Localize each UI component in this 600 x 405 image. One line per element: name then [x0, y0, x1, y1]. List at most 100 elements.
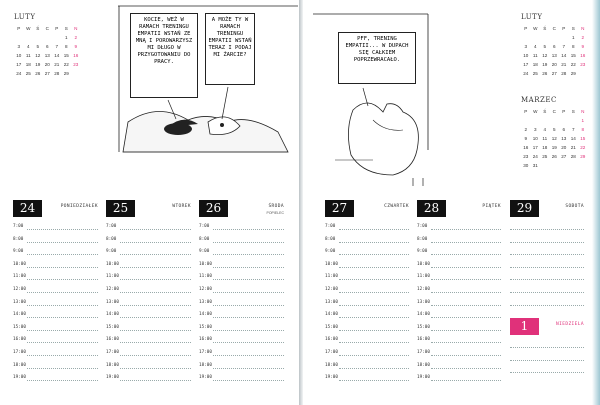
writing-line[interactable]: [27, 254, 98, 256]
writing-line[interactable]: [213, 367, 284, 369]
writing-line[interactable]: [27, 317, 98, 319]
writing-line[interactable]: [510, 347, 584, 348]
writing-line[interactable]: [339, 317, 409, 319]
writing-line[interactable]: [120, 292, 191, 293]
writing-line[interactable]: [120, 241, 191, 243]
writing-line[interactable]: [431, 241, 501, 243]
writing-line[interactable]: [431, 304, 501, 306]
hour-row: 7:00: [325, 222, 409, 235]
hour-label: 13:00: [325, 299, 338, 305]
writing-line[interactable]: [213, 342, 284, 344]
writing-line[interactable]: [27, 266, 98, 268]
writing-line[interactable]: [339, 266, 409, 268]
writing-line[interactable]: [27, 292, 98, 293]
writing-line[interactable]: [213, 329, 284, 331]
hour-row: 10:00: [106, 260, 191, 273]
writing-line[interactable]: [510, 292, 584, 293]
hour-label: 7:00: [417, 224, 428, 229]
writing-line[interactable]: [120, 342, 191, 344]
calendar-month-title: MARZEC: [521, 96, 557, 104]
writing-line[interactable]: [431, 342, 501, 344]
calendar-month-title: LUTY: [14, 13, 36, 21]
writing-line[interactable]: [339, 241, 409, 243]
writing-line[interactable]: [120, 229, 191, 230]
writing-line[interactable]: [339, 254, 409, 256]
writing-line[interactable]: [339, 304, 409, 306]
writing-line[interactable]: [27, 355, 98, 356]
writing-line[interactable]: [120, 266, 191, 268]
writing-line[interactable]: [120, 304, 191, 306]
writing-line[interactable]: [120, 380, 191, 382]
calendar-day: 14: [561, 53, 567, 58]
writing-line[interactable]: [27, 367, 98, 369]
writing-line[interactable]: [213, 380, 284, 382]
day-header-thursday: 27 CZWARTEK: [325, 200, 409, 218]
writing-line[interactable]: [510, 359, 584, 361]
writing-line[interactable]: [213, 317, 284, 319]
writing-line[interactable]: [120, 279, 191, 281]
writing-line[interactable]: [120, 254, 191, 256]
writing-line[interactable]: [431, 380, 501, 382]
writing-line[interactable]: [431, 254, 501, 256]
writing-line[interactable]: [213, 229, 284, 230]
writing-line[interactable]: [339, 279, 409, 281]
writing-line[interactable]: [120, 367, 191, 369]
calendar-day: 9: [74, 44, 78, 49]
writing-line[interactable]: [27, 329, 98, 331]
writing-line[interactable]: [431, 266, 501, 268]
weekday-label: C: [45, 26, 49, 31]
writing-line[interactable]: [431, 292, 501, 293]
writing-line[interactable]: [213, 304, 284, 306]
writing-line[interactable]: [431, 279, 501, 281]
hour-label: 18:00: [13, 362, 26, 368]
writing-line[interactable]: [27, 342, 98, 344]
writing-line[interactable]: [510, 241, 584, 243]
day-header-wednesday: 26 ŚRODA POPIELEC: [199, 200, 284, 218]
calendar-day: 27: [44, 71, 50, 76]
writing-line[interactable]: [213, 254, 284, 256]
writing-line[interactable]: [339, 355, 409, 356]
writing-line[interactable]: [339, 367, 409, 369]
writing-line[interactable]: [120, 355, 191, 356]
writing-line[interactable]: [339, 229, 409, 230]
hour-row: 12:00: [417, 285, 501, 298]
calendar-day: 22: [570, 62, 576, 67]
hour-row: 12:00: [13, 285, 98, 298]
hour-label: 19:00: [199, 375, 212, 381]
writing-line[interactable]: [27, 229, 98, 230]
writing-line[interactable]: [510, 372, 584, 374]
writing-line[interactable]: [510, 304, 584, 306]
writing-line[interactable]: [339, 380, 409, 382]
writing-line[interactable]: [431, 367, 501, 369]
page-edge: [592, 0, 600, 405]
weekday-label: S: [571, 26, 575, 31]
writing-line[interactable]: [27, 380, 98, 382]
writing-line[interactable]: [27, 241, 98, 243]
writing-line[interactable]: [510, 229, 584, 230]
writing-line[interactable]: [27, 304, 98, 306]
hour-label: 8:00: [325, 236, 336, 242]
writing-line[interactable]: [339, 292, 409, 293]
writing-line[interactable]: [431, 317, 501, 319]
writing-line[interactable]: [431, 329, 501, 331]
writing-line[interactable]: [213, 292, 284, 293]
writing-line[interactable]: [339, 329, 409, 331]
calendar-day: 27: [551, 71, 557, 76]
writing-line[interactable]: [510, 254, 584, 256]
hour-row: 18:00: [417, 361, 501, 374]
writing-line[interactable]: [510, 266, 584, 268]
writing-line[interactable]: [213, 279, 284, 281]
writing-line[interactable]: [431, 355, 501, 356]
writing-line[interactable]: [213, 266, 284, 268]
writing-line[interactable]: [27, 279, 98, 281]
writing-line[interactable]: [339, 342, 409, 344]
hour-label: 18:00: [199, 362, 212, 368]
writing-line[interactable]: [510, 279, 584, 281]
calendar-day: [559, 116, 569, 125]
writing-line[interactable]: [213, 241, 284, 243]
writing-line[interactable]: [120, 329, 191, 331]
writing-line[interactable]: [213, 355, 284, 356]
writing-line[interactable]: [431, 229, 501, 230]
writing-line[interactable]: [120, 317, 191, 319]
